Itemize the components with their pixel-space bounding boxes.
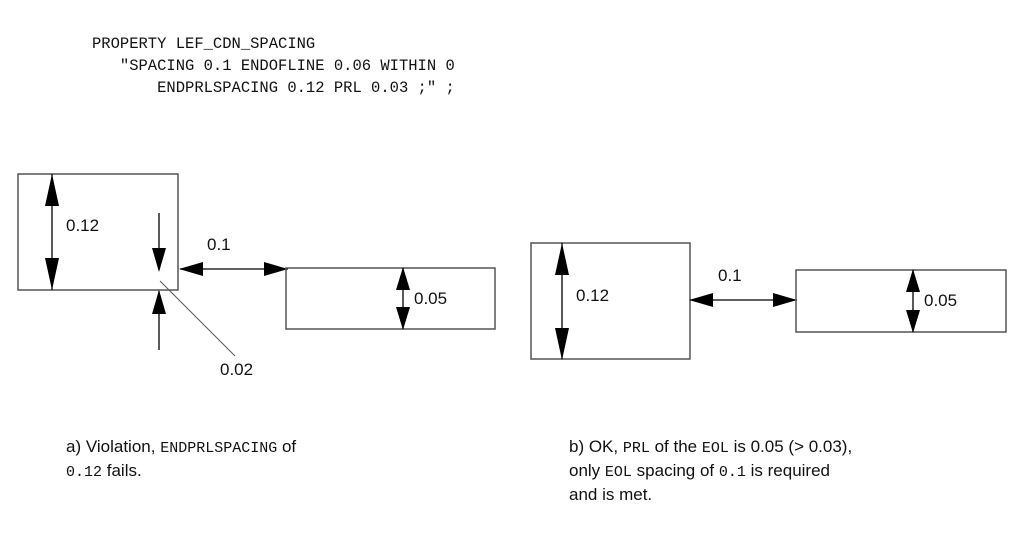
prl-label-a: 0.02 [220, 360, 253, 379]
caption-code: PRL [622, 440, 650, 457]
arrowhead [152, 248, 166, 272]
caption-text: only [569, 461, 605, 480]
diagram-b: 0.12 0.1 0.05 [530, 242, 1007, 360]
arrowhead [396, 267, 410, 290]
caption-b-line3: and is met. [569, 485, 653, 504]
spacing-label-a: 0.1 [207, 235, 231, 254]
caption-text: spacing of [631, 461, 719, 480]
property-code-block: PROPERTY LEF_CDN_SPACING "SPACING 0.1 EN… [92, 33, 455, 99]
eol-wire-b [530, 242, 691, 360]
caption-code: EOL [701, 440, 729, 457]
neighbor-wire-a [285, 267, 496, 330]
spacing-label-b: 0.1 [718, 266, 742, 285]
caption-code: 0.1 [718, 464, 746, 481]
arrowhead [773, 293, 797, 307]
arrowhead [906, 310, 920, 333]
caption-a-line2: 0.12 fails. [66, 460, 296, 484]
wire-width-label-a: 0.12 [66, 216, 99, 235]
caption-text: of the [649, 437, 702, 456]
arrowhead [152, 290, 166, 314]
arrowhead [179, 262, 203, 276]
diagram-a: 0.12 0.02 0.1 0.05 [17, 173, 496, 379]
caption-code: ENDPRLSPACING [160, 440, 278, 457]
caption-text: is required [745, 461, 831, 480]
caption-a: a) Violation, ENDPRLSPACING of 0.12 fail… [66, 436, 296, 484]
prl-leader-line [159, 280, 236, 357]
wire-width-label-b: 0.12 [576, 286, 609, 305]
caption-a-line1: a) Violation, ENDPRLSPACING of [66, 436, 296, 460]
arrowhead [45, 258, 59, 290]
arrowhead [396, 307, 410, 330]
code-line: PROPERTY LEF_CDN_SPACING [92, 35, 316, 53]
arrowhead [906, 269, 920, 292]
caption-text: fails. [102, 461, 142, 480]
arrowhead [264, 262, 288, 276]
caption-text: is 0.05 (> 0.03), [728, 437, 853, 456]
caption-text: of [277, 437, 297, 456]
arrowhead [555, 328, 569, 360]
arrowhead [555, 243, 569, 275]
caption-b-line2: only EOL spacing of 0.1 is required [569, 460, 852, 484]
caption-text: b) OK, [569, 437, 623, 456]
caption-b-line1: b) OK, PRL of the EOL is 0.05 (> 0.03), [569, 436, 852, 460]
eol-wire-a [17, 173, 179, 291]
caption-b: b) OK, PRL of the EOL is 0.05 (> 0.03), … [569, 436, 852, 506]
caption-code: EOL [604, 464, 632, 481]
arrowhead [45, 174, 59, 206]
caption-code: 0.12 [66, 464, 103, 481]
code-line: "SPACING 0.1 ENDOFLINE 0.06 WITHIN 0 [92, 57, 455, 75]
caption-text: a) Violation, [66, 437, 161, 456]
neighbor-wire-b [795, 269, 1007, 333]
neighbor-width-label-b: 0.05 [924, 291, 957, 310]
arrowhead [689, 293, 713, 307]
neighbor-width-label-a: 0.05 [414, 289, 447, 308]
code-line: ENDPRLSPACING 0.12 PRL 0.03 ;" ; [92, 79, 455, 97]
